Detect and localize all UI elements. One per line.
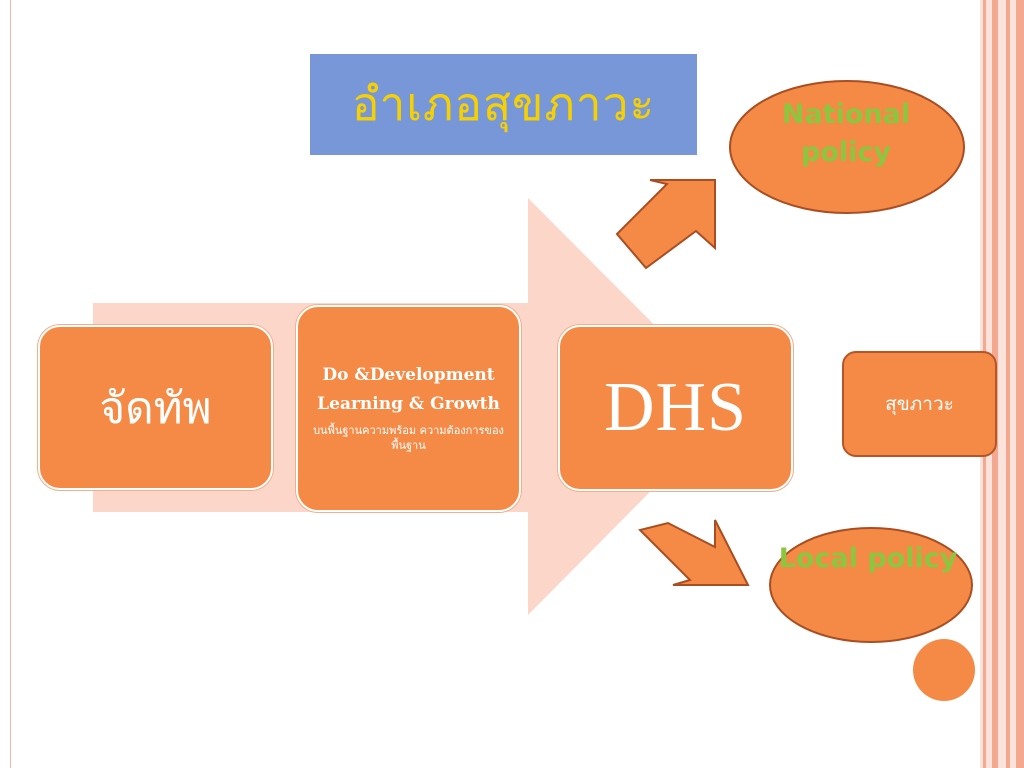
- right-frame-stripe: [1006, 0, 1010, 768]
- learning-growth-label: Learning & Growth: [317, 393, 500, 414]
- slide-title: อำเภอสุขภาวะ: [351, 77, 656, 131]
- step-box-organize: จัดทัพ: [38, 325, 273, 490]
- arrow-down-right: [638, 519, 750, 586]
- local-policy-ellipse: [769, 527, 973, 643]
- national-policy-label: National policy: [781, 99, 911, 168]
- step-box-dhs: DHS: [558, 325, 793, 491]
- development-label: Do &Development: [322, 364, 495, 385]
- readiness-note: บนพื้นฐานความพร้อม ความต้องการของพื้นฐาน: [313, 423, 504, 452]
- right-frame-stripe: [1016, 0, 1024, 768]
- local-policy-label: Local policy: [778, 543, 958, 574]
- wellbeing-label: สุขภาวะ: [885, 393, 954, 415]
- step-box-development: Do &Development Learning & Growth บนพื้น…: [296, 305, 521, 512]
- arrow-up-right: [615, 179, 716, 270]
- decorative-circle: [913, 639, 975, 701]
- left-frame-border: [0, 0, 11, 768]
- step-label-organize: จัดทัพ: [99, 382, 212, 434]
- title-box: อำเภอสุขภาวะ: [310, 54, 697, 155]
- dhs-label: DHS: [603, 369, 748, 446]
- wellbeing-box: สุขภาวะ: [842, 351, 997, 457]
- national-policy-ellipse: [729, 80, 965, 214]
